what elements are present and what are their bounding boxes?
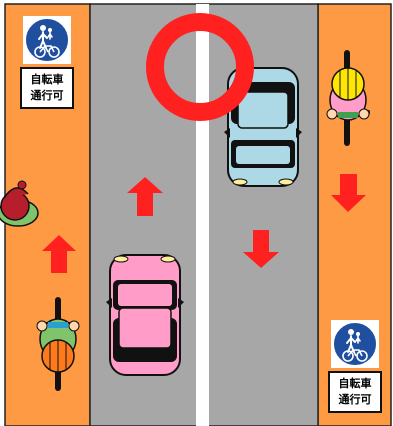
bicycle-permitted-sign-left: 自転車 通行可 xyxy=(20,16,74,109)
sign-text-line1: 自転車 xyxy=(339,376,372,392)
center-line xyxy=(196,4,209,426)
pedestrian-bicycle-sign-icon xyxy=(331,320,379,368)
sign-plate: 自転車 通行可 xyxy=(328,371,382,413)
car-pink xyxy=(106,255,184,375)
sign-plate: 自転車 通行可 xyxy=(20,67,74,109)
sign-text-line2: 通行可 xyxy=(339,392,372,408)
sign-text-line1: 自転車 xyxy=(31,72,64,88)
pedestrian-bicycle-sign-icon xyxy=(23,16,71,64)
bicycle-permitted-sign-right: 自転車 通行可 xyxy=(328,320,382,413)
sign-text-line2: 通行可 xyxy=(31,88,64,104)
